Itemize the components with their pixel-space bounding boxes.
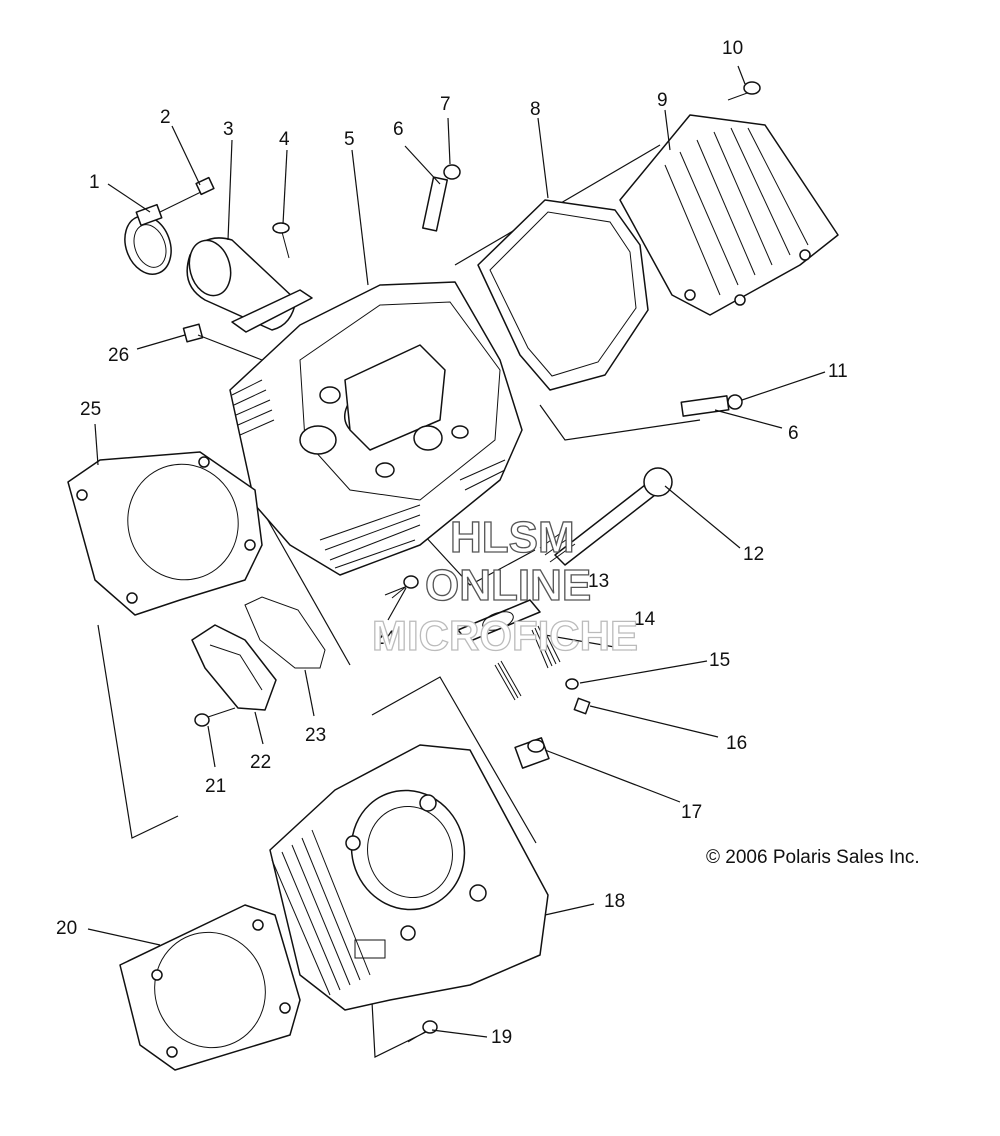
base-gasket-part: [119, 904, 301, 1071]
cover-gasket-part: [477, 199, 649, 391]
dowel-pin-upper-part: [421, 164, 461, 232]
callout-13: 13: [588, 571, 609, 592]
cylinder-head-part: [229, 281, 523, 576]
stud-nut-part: [565, 678, 591, 715]
head-dowel-part: [182, 323, 204, 343]
valve-cover-part: [619, 114, 839, 316]
callout-16: 16: [726, 733, 747, 754]
callout-3: 3: [223, 119, 234, 140]
cylinder-dowel-part: [514, 737, 550, 769]
callout-24: 24: [374, 628, 396, 649]
callout-11: 11: [828, 361, 848, 382]
clamp-part: [124, 203, 172, 275]
callout-6-right: 6: [788, 423, 799, 444]
intake-boot-part: [186, 237, 313, 333]
cylinder-part: [269, 744, 549, 1011]
watermark-line-1: HLSM: [450, 513, 575, 562]
head-bolt-part: [539, 467, 673, 566]
head-cooling-fins: [231, 379, 506, 569]
cylinder-cooling-fins: [271, 829, 371, 996]
callout-20: 20: [56, 918, 77, 939]
head-screw-part: [391, 575, 419, 599]
spring-part: [494, 623, 561, 701]
callout-9: 9: [657, 90, 668, 111]
callout-5: 5: [344, 129, 355, 150]
callout-7: 7: [440, 94, 451, 115]
callout-26: 26: [108, 345, 129, 366]
exhaust-gasket-part: [457, 599, 541, 643]
copyright-notice: © 2006 Polaris Sales Inc.: [706, 847, 920, 868]
callout-15: 15: [709, 650, 730, 671]
cover-bolt-part: [727, 81, 761, 101]
callout-18: 18: [604, 891, 625, 912]
callout-4: 4: [279, 129, 290, 150]
boot-screw-part: [272, 222, 290, 259]
clamp-screw-part: [159, 176, 215, 213]
head-gasket-part: [67, 451, 263, 616]
callout-12: 12: [743, 544, 764, 565]
callout-19: 19: [491, 1027, 512, 1048]
callout-8: 8: [530, 99, 541, 120]
callout-1: 1: [89, 172, 100, 193]
callout-14: 14: [634, 609, 656, 630]
valve-cover-ribs: [664, 127, 809, 296]
callout-2: 2: [160, 107, 171, 128]
watermark: HLSM ONLINE MICROFICHE: [371, 512, 638, 659]
callout-22: 22: [250, 752, 271, 773]
watermark-line-2: ONLINE: [425, 561, 591, 610]
callout-6-upper: 6: [393, 119, 404, 140]
callout-labels: 1 2 3 4 5 6 7 8 9 10 11 6 12 13 14 15 16…: [56, 38, 848, 1048]
callout-10: 10: [722, 38, 743, 59]
callout-17: 17: [681, 802, 702, 823]
watermark-line-3: MICROFICHE: [372, 612, 638, 659]
callout-25: 25: [80, 399, 101, 420]
callout-23: 23: [305, 725, 326, 746]
leader-lines: [87, 65, 826, 1038]
bracket-part: [191, 624, 277, 727]
small-gasket-part: [244, 596, 326, 669]
cylinder-screw-part: [407, 1020, 438, 1043]
callout-21: 21: [205, 776, 226, 797]
dowel-pin-right-part: [680, 394, 743, 417]
